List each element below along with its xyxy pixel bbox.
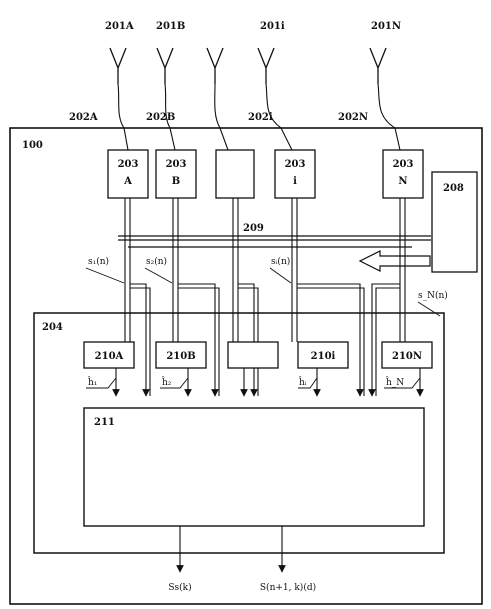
receiver-ref: 204 <box>42 322 63 333</box>
rf-unit-n <box>382 149 424 199</box>
feed-ref-n: 202N <box>338 112 368 123</box>
estimator-a <box>83 341 135 369</box>
weight-label-1: ĥ₁ <box>87 376 97 388</box>
rf-unit-a <box>107 149 149 199</box>
device-outer-box <box>9 127 483 605</box>
rf-unit-b <box>155 149 197 199</box>
signal-label-1: s₁(n) <box>88 256 109 267</box>
antenna-ref-i: 201i <box>260 21 285 32</box>
signal-label-n: s_N(n) <box>418 290 448 301</box>
receiver-inner-box <box>33 312 445 554</box>
output-label-2: S(n+1, k)(d) <box>260 582 316 593</box>
controller-box <box>431 171 478 273</box>
estimator-ref: 210N <box>392 351 422 362</box>
bus-209 <box>118 235 431 248</box>
output-lines <box>176 526 286 573</box>
estimator-ref: 210i <box>311 351 336 362</box>
feed-ref-i: 202i <box>248 112 273 123</box>
rf-unit-ref: 203 <box>166 159 187 170</box>
rf-unit-sub: A <box>123 176 132 187</box>
antenna-icon <box>156 47 174 84</box>
controller-ref: 208 <box>443 183 464 194</box>
rf-unit-sub: N <box>398 176 407 187</box>
signal-label-i: sᵢ(n) <box>271 256 290 267</box>
rf-unit-ref: 203 <box>285 159 306 170</box>
rf-unit-sub: i <box>293 176 297 187</box>
control-arrow <box>358 250 431 272</box>
weight-leaders <box>86 377 421 389</box>
output-label-1: Ss(k) <box>168 582 191 593</box>
bus-ref: 209 <box>243 223 264 234</box>
rf-unit-ref: 203 <box>118 159 139 170</box>
rf-unit-blank <box>215 149 255 199</box>
weight-label-i: ĥᵢ <box>298 376 307 388</box>
feed-line-a <box>117 83 129 151</box>
feed-ref-b: 202B <box>146 112 175 123</box>
antenna-ref-b: 201B <box>156 21 185 32</box>
estimator-i <box>297 341 349 369</box>
device-ref: 100 <box>22 140 43 151</box>
antenna-icon <box>257 47 275 84</box>
rf-unit-sub: B <box>172 176 180 187</box>
weight-label-n: ĥ_N <box>385 376 404 388</box>
signal-label-2: s₂(n) <box>146 256 167 267</box>
combiner-box <box>83 407 425 527</box>
feed-line-n <box>377 83 401 151</box>
antenna-icon <box>369 47 387 84</box>
weight-label-2: ĥ₂ <box>161 376 172 388</box>
rf-unit-ref: 203 <box>393 159 414 170</box>
estimator-b <box>155 341 207 369</box>
estimator-ref: 210B <box>166 351 195 362</box>
weight-lines <box>112 368 424 397</box>
antenna-icon <box>206 47 224 84</box>
antenna-ref-a: 201A <box>105 21 134 32</box>
feed-ref-a: 202A <box>69 112 98 123</box>
estimator-ref: 210A <box>95 351 124 362</box>
channel-lines <box>124 198 406 342</box>
combiner-ref: 211 <box>94 417 115 428</box>
signal-leaders <box>85 267 441 317</box>
rf-unit-i <box>274 149 316 199</box>
feed-line-mid <box>214 83 229 151</box>
estimator-n <box>381 341 433 369</box>
antenna-icon <box>109 47 127 84</box>
estimator-blank <box>227 341 279 369</box>
antenna-ref-n: 201N <box>371 21 401 32</box>
